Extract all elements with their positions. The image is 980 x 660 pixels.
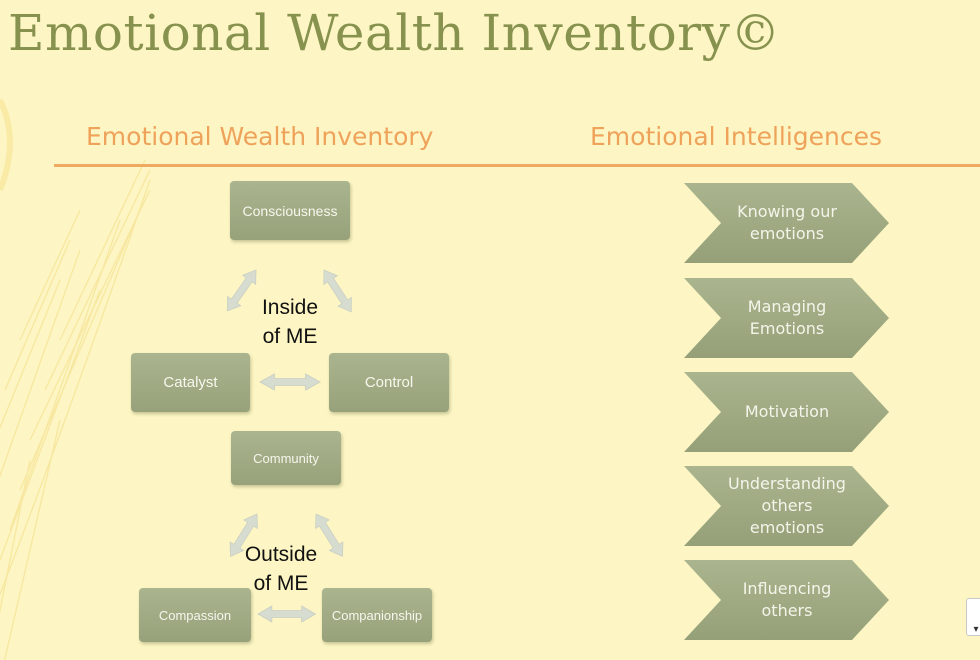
chevron-4 (684, 466, 889, 546)
chevron-1-line-1: Knowing our (737, 202, 837, 221)
chevron-4-label: Understanding others emotions (705, 466, 869, 546)
box-compassion-label: Compassion (158, 607, 232, 623)
box-consciousness: Consciousness (230, 181, 350, 240)
outside-label-line-2: of ME (253, 572, 309, 595)
chevron-1 (684, 183, 889, 263)
intelligences-heading: Emotional Intelligences (590, 122, 883, 151)
inside-label-line-1: Inside (261, 296, 319, 319)
box-companionship: Companionship (322, 588, 432, 642)
outside-label-line-1: Outside (244, 543, 318, 566)
feather-icon (0, 98, 151, 660)
chevron-group (684, 183, 889, 640)
box-consciousness-label: Consciousness (242, 202, 338, 219)
scroll-down-icon[interactable]: ▾ (966, 598, 980, 636)
box-catalyst: Catalyst (131, 353, 250, 412)
chevron-3-line-1: Motivation (744, 402, 830, 421)
chevron-2-line-1: Managing (747, 297, 827, 316)
box-control: Control (329, 353, 449, 412)
inside-label-line-2: of ME (262, 325, 318, 348)
box-community-label: Community (253, 450, 319, 466)
inventory-heading: Emotional Wealth Inventory (86, 122, 434, 151)
chevron-4-line-2: others (761, 496, 813, 515)
heading-divider (54, 164, 980, 167)
outside-of-me-label: Outside of ME (231, 540, 331, 598)
chevron-5-line-1: Influencing (742, 579, 832, 598)
box-community: Community (231, 431, 341, 485)
box-control-label: Control (364, 374, 414, 391)
chevron-4-line-3: emotions (749, 518, 825, 537)
chevron-2-line-2: Emotions (749, 319, 825, 338)
chevron-3-label: Motivation (705, 372, 869, 452)
chevron-5 (684, 560, 889, 640)
chevron-5-label: Influencing others (705, 560, 869, 640)
chevron-5-line-2: others (761, 601, 813, 620)
chevron-4-line-1: Understanding (728, 474, 846, 493)
chevron-3 (684, 372, 889, 452)
chevron-1-line-2: emotions (749, 224, 825, 243)
box-catalyst-label: Catalyst (163, 374, 218, 391)
inside-of-me-label: Inside of ME (240, 293, 340, 351)
slide-title: Emotional Wealth Inventory© (8, 4, 781, 62)
chevron-1-label: Knowing our emotions (705, 183, 869, 263)
box-compassion: Compassion (139, 588, 251, 642)
box-companionship-label: Companionship (331, 607, 423, 623)
chevron-2-label: Managing Emotions (705, 278, 869, 358)
chevron-2 (684, 278, 889, 358)
